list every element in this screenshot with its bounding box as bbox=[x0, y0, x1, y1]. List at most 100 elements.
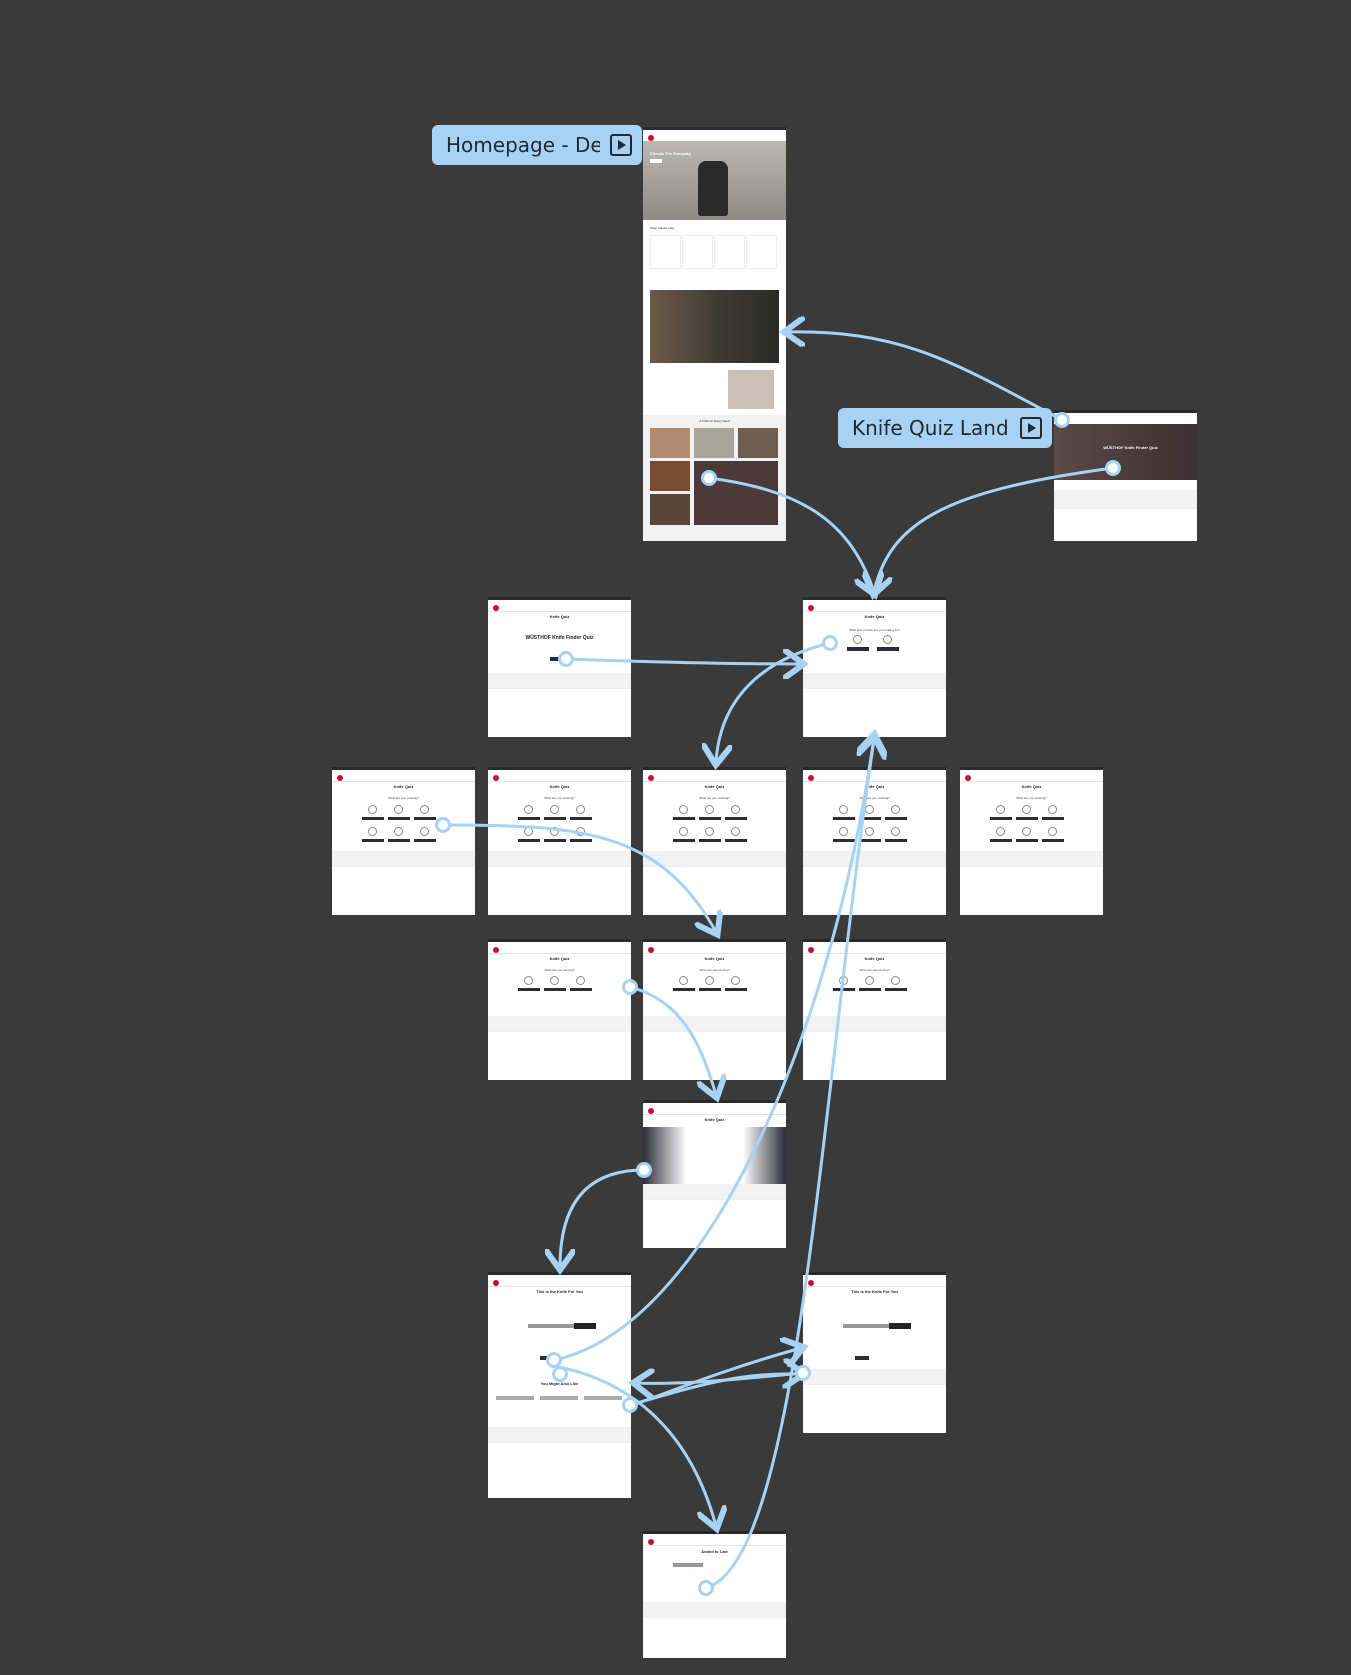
answer-button[interactable] bbox=[1042, 839, 1064, 842]
hotspot-handle[interactable] bbox=[795, 1365, 811, 1381]
frame-quiz-landing-desktop[interactable]: WÜSTHOF Knife Finder Quiz bbox=[1054, 410, 1197, 541]
answer-button[interactable] bbox=[859, 817, 881, 820]
answer-button[interactable] bbox=[699, 988, 721, 991]
answer-button[interactable] bbox=[544, 839, 566, 842]
answer-button[interactable] bbox=[833, 817, 855, 820]
answer-button[interactable] bbox=[990, 817, 1012, 820]
answer-button[interactable] bbox=[859, 839, 881, 842]
answer-button[interactable] bbox=[885, 839, 907, 842]
answer-button[interactable] bbox=[699, 817, 721, 820]
answer-button[interactable] bbox=[1016, 839, 1038, 842]
answer-button[interactable] bbox=[725, 988, 747, 991]
recommended-knife[interactable] bbox=[540, 1396, 578, 1400]
hotspot-handle[interactable] bbox=[636, 1162, 652, 1178]
answer-button[interactable] bbox=[388, 817, 410, 820]
hotspot-handle[interactable] bbox=[622, 979, 638, 995]
cart-knife-image bbox=[673, 1563, 703, 1567]
nav-bar bbox=[643, 942, 786, 954]
answer-button[interactable] bbox=[570, 839, 592, 842]
newsletter-band bbox=[960, 851, 1103, 867]
play-icon[interactable] bbox=[1020, 417, 1042, 439]
answer-button[interactable] bbox=[847, 647, 869, 651]
recommended-knife[interactable] bbox=[584, 1396, 622, 1400]
answer-button[interactable] bbox=[673, 817, 695, 820]
footer bbox=[960, 866, 1103, 915]
food-icon bbox=[996, 805, 1005, 814]
food-icon bbox=[865, 805, 874, 814]
quiz-header: Knife Quiz bbox=[643, 1117, 786, 1122]
food-icon bbox=[420, 827, 429, 836]
hotspot-handle[interactable] bbox=[701, 470, 717, 486]
newsletter-band bbox=[1054, 490, 1197, 508]
logo bbox=[965, 775, 971, 781]
food-icon bbox=[839, 805, 848, 814]
answer-button[interactable] bbox=[673, 988, 695, 991]
answer-button[interactable] bbox=[518, 839, 540, 842]
meat-icon bbox=[576, 976, 585, 985]
answer-button[interactable] bbox=[544, 988, 566, 991]
frame-added-to-cart[interactable]: Added to Cart bbox=[643, 1531, 786, 1658]
hotspot-handle[interactable] bbox=[622, 1397, 638, 1413]
answer-button[interactable] bbox=[725, 817, 747, 820]
answer-button[interactable] bbox=[362, 817, 384, 820]
newsletter-band bbox=[643, 1184, 786, 1200]
answer-button[interactable] bbox=[885, 817, 907, 820]
product-card[interactable] bbox=[682, 235, 713, 269]
nav-bar bbox=[803, 942, 946, 954]
flow-label-quiz-landing[interactable]: Knife Quiz Landi... bbox=[838, 408, 1052, 448]
answer-button[interactable] bbox=[570, 817, 592, 820]
answer-button[interactable] bbox=[725, 839, 747, 842]
answer-button[interactable] bbox=[544, 817, 566, 820]
frame-loading[interactable]: Knife Quiz bbox=[643, 1100, 786, 1248]
answer-button[interactable] bbox=[885, 988, 907, 991]
product-card[interactable] bbox=[746, 235, 777, 269]
hotspot-handle[interactable] bbox=[698, 1580, 714, 1596]
flow-label-homepage[interactable]: Homepage - De... bbox=[432, 125, 642, 165]
add-to-cart-button[interactable] bbox=[855, 1356, 869, 1360]
answer-button[interactable] bbox=[1016, 817, 1038, 820]
answer-button[interactable] bbox=[518, 817, 540, 820]
hotspot-handle[interactable] bbox=[558, 651, 574, 667]
answer-button[interactable] bbox=[877, 647, 899, 651]
nav-bar bbox=[332, 770, 475, 782]
frame-result-short[interactable]: This is the Knife For You bbox=[803, 1272, 946, 1433]
answer-button[interactable] bbox=[570, 988, 592, 991]
answer-button[interactable] bbox=[859, 988, 881, 991]
hotspot-handle[interactable] bbox=[552, 1366, 568, 1382]
answer-button[interactable] bbox=[833, 988, 855, 991]
quiz-header: Knife Quiz bbox=[803, 614, 946, 619]
answer-button[interactable] bbox=[388, 839, 410, 842]
logo bbox=[648, 1539, 654, 1545]
hotspot-handle[interactable] bbox=[1054, 412, 1070, 428]
product-card[interactable] bbox=[650, 235, 681, 269]
hero-button[interactable] bbox=[650, 159, 662, 163]
answer-button[interactable] bbox=[833, 839, 855, 842]
answer-button[interactable] bbox=[518, 988, 540, 991]
answer-button[interactable] bbox=[673, 839, 695, 842]
recommended-knife[interactable] bbox=[496, 1396, 534, 1400]
answer-button[interactable] bbox=[699, 839, 721, 842]
answer-button[interactable] bbox=[414, 839, 436, 842]
footer bbox=[643, 1031, 786, 1080]
play-icon[interactable] bbox=[610, 134, 632, 156]
answer-button[interactable] bbox=[990, 839, 1012, 842]
product-card[interactable] bbox=[714, 235, 745, 269]
answer-button[interactable] bbox=[414, 817, 436, 820]
hotspot-handle[interactable] bbox=[1105, 460, 1121, 476]
answer-button[interactable] bbox=[1042, 817, 1064, 820]
hotspot-handle[interactable] bbox=[435, 817, 451, 833]
answer-button[interactable] bbox=[362, 839, 384, 842]
hotspot-handle[interactable] bbox=[822, 635, 838, 651]
